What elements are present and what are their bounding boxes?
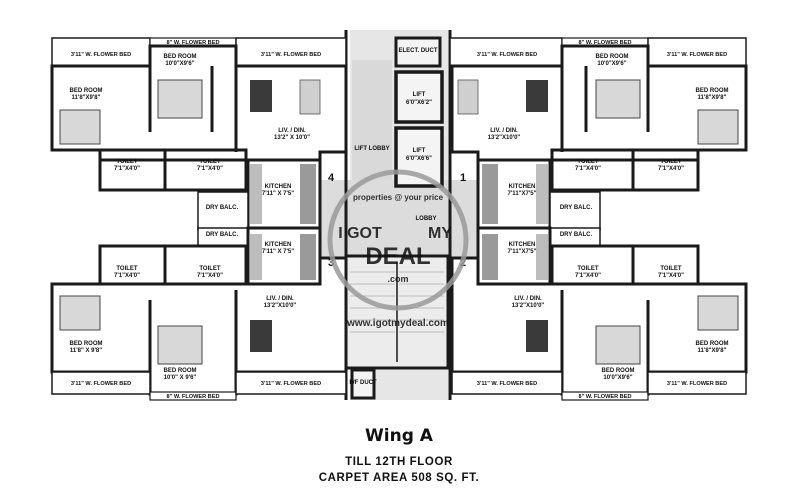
room-label: BED ROOM [70,88,103,94]
room-size: 7'11"X7'5" [508,191,537,197]
flower-bed-label: 8" W. FLOWER BED [579,394,632,400]
room-size: 7'11"X7'5" [508,249,537,255]
room-size: 13'2"X10'0" [264,303,297,309]
flower-bed-label: 3'11" W. FLOWER BED [477,52,537,58]
lift-size: 6'0"X6'6" [406,156,432,162]
room-size: 11'8" X 9'8" [70,348,102,354]
room-label: BED ROOM [696,88,729,94]
room-size: 7'1"X4'0" [114,166,140,172]
room-size: 10'0"X9'6" [603,375,632,381]
room-label: LIV. / DIN. [278,128,306,134]
room-label: TOILET [116,159,138,165]
flower-bed-label: 8" W. FLOWER BED [167,40,220,46]
flower-bed-label: 3'11" W. FLOWER BED [71,381,131,387]
room-label: BED ROOM [164,368,197,374]
room-size: 7'1"X4'0" [197,166,223,172]
room-label: TOILET [577,159,599,165]
flower-bed-label: 3'11" W. FLOWER BED [667,52,727,58]
lift-size: 6'0"X6'2" [406,100,432,106]
room-label: BED ROOM [602,368,635,374]
room-size: 7'1"X4'0" [197,273,223,279]
flower-bed-label: 3'11" W. FLOWER BED [71,52,131,58]
room-label: DRY BALC. [206,205,239,211]
elect-duct-box [394,36,442,68]
flat-1 [449,37,748,232]
flower-bed-label: 3'11" W. FLOWER BED [667,381,727,387]
ff-duct-box [350,368,376,400]
ff-duct-label: F/F DUCT [349,380,377,386]
room-size: 10'0" X 9'6" [164,375,197,381]
flat-number-4: 4 [328,172,335,184]
watermark: properties @ your price I GOT MY DEAL .c… [327,169,469,329]
watermark-text: .com [387,274,408,284]
flower-bed-label: 8" W. FLOWER BED [579,40,632,46]
flat-number-3: 3 [328,257,334,269]
room-label: DRY BALC. [560,232,593,238]
lobby-label: LOBBY [416,216,437,222]
room-size: 11'8"X9'8" [72,95,101,101]
room-label: TOILET [199,266,221,272]
watermark-text: I GOT [338,225,382,242]
room-size: 7'1"X4'0" [658,273,684,279]
room-size: 7'1"X4'0" [575,166,601,172]
watermark-text: DEAL [365,243,430,270]
room-label: TOILET [116,266,138,272]
room-size: 11'8"X9'8" [698,348,727,354]
lift-lobby-label: LIFT LOBBY [354,146,389,152]
room-size: 10'0"X9'6" [597,61,626,67]
flat-4 [50,37,348,232]
room-label: BED ROOM [696,341,729,347]
watermark-text: MY [428,225,452,242]
flower-bed-label: 3'11" W. FLOWER BED [477,381,537,387]
room-label: LIV. / DIN. [514,296,542,302]
room-label: BED ROOM [164,54,197,60]
room-label: LIV. / DIN. [490,128,518,134]
room-size: 7'11" X 7'5" [262,191,294,197]
room-size: 11'8"X9'8" [698,95,727,101]
watermark-url: www.igotmydeal.com [346,318,449,329]
room-size: 13'2"X10'0" [488,135,521,141]
room-size: 7'1"X4'0" [658,166,684,172]
room-label: DRY BALC. [560,205,593,211]
watermark-ring [327,169,469,311]
room-label: KITCHEN [265,184,292,190]
flat-3 [50,226,348,401]
room-size: 7'11" X 7'5" [262,249,294,255]
elect-duct-label: ELECT. DUCT [399,48,438,54]
room-label: TOILET [199,159,221,165]
room-label: DRY BALC. [206,232,239,238]
room-size: 7'1"X4'0" [114,273,140,279]
flat-2 [450,226,748,401]
room-label: TOILET [660,266,682,272]
carpet-area-note: CARPET AREA 508 SQ. FT. [318,472,480,484]
room-label: KITCHEN [509,184,536,190]
room-label: TOILET [660,159,682,165]
flat-number-1: 1 [460,172,466,184]
watermark-tagline: properties @ your price [353,193,444,202]
lift-1-box [394,70,444,124]
wing-title: Wing A [365,426,433,446]
floor-note: TILL 12TH FLOOR [345,456,453,468]
room-size: 10'0"X9'6" [165,61,194,67]
room-label: KITCHEN [509,242,536,248]
flower-bed-label: 3'11" W. FLOWER BED [261,52,321,58]
room-label: BED ROOM [70,341,103,347]
room-size: 7'1"X4'0" [575,273,601,279]
room-label: TOILET [577,266,599,272]
flower-bed-label: 3'11" W. FLOWER BED [261,381,321,387]
room-label: LIV. / DIN. [266,296,294,302]
lift-label: LIFT [413,148,426,154]
lift-label: LIFT [413,92,426,98]
room-label: KITCHEN [265,242,292,248]
room-size: 13'2" X 10'0" [274,135,310,141]
room-size: 13'2"X10'0" [512,303,545,309]
room-label: BED ROOM [596,54,629,60]
flower-bed-label: 8" W. FLOWER BED [167,394,220,400]
